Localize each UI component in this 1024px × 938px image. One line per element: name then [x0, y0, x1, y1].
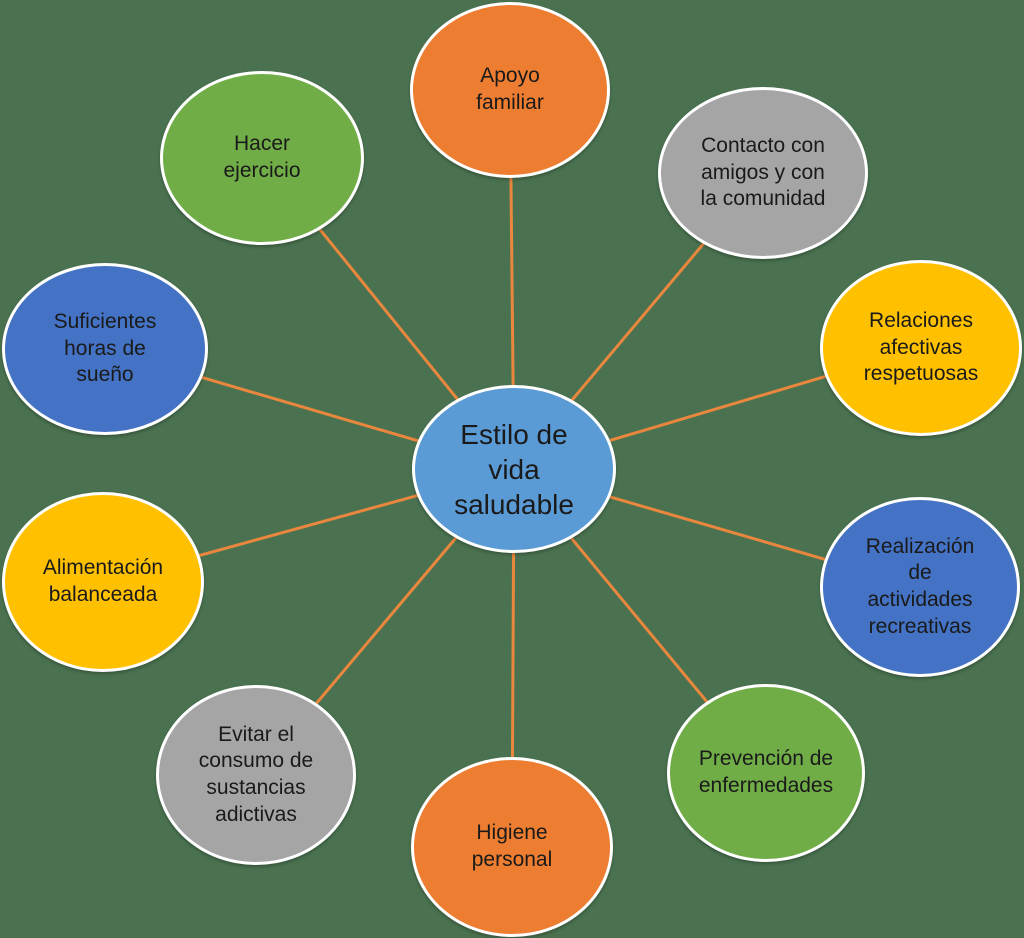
node-label-contacto-amigos-comunidad: Contacto con amigos y con la comunidad	[700, 134, 826, 211]
node-label-alimentacion-balanceada: Alimentación balanceada	[42, 556, 164, 606]
node-relaciones-afectivas-respetuosas: Relaciones afectivas respetuosas	[820, 260, 1022, 436]
node-label-relaciones-afectivas-respetuosas: Relaciones afectivas respetuosas	[863, 309, 979, 386]
node-prevencion-enfermedades: Prevención de enfermedades	[667, 684, 865, 862]
node-estilo-de-vida-saludable: Estilo de vida saludable	[412, 385, 616, 553]
node-label-suficientes-horas-sueno: Suficientes horas de sueño	[53, 310, 157, 387]
node-label-realizacion-actividades-recreativas: Realización de actividades recreativas	[865, 534, 975, 638]
node-higiene-personal: Higiene personal	[411, 757, 613, 937]
node-evitar-consumo-sustancias-adictivas: Evitar el consumo de sustancias adictiva…	[156, 685, 356, 865]
node-realizacion-actividades-recreativas: Realización de actividades recreativas	[820, 497, 1020, 677]
node-suficientes-horas-sueno: Suficientes horas de sueño	[2, 263, 208, 435]
node-label-apoyo-familiar: Apoyo familiar	[476, 64, 544, 114]
node-label-higiene-personal: Higiene personal	[471, 821, 553, 871]
node-label-evitar-consumo-sustancias-adictivas: Evitar el consumo de sustancias adictiva…	[198, 722, 314, 826]
node-apoyo-familiar: Apoyo familiar	[410, 2, 610, 178]
node-alimentacion-balanceada: Alimentación balanceada	[2, 492, 204, 672]
node-label-estilo-de-vida-saludable: Estilo de vida saludable	[454, 418, 574, 520]
node-label-prevencion-enfermedades: Prevención de enfermedades	[698, 747, 834, 797]
node-hacer-ejercicio: Hacer ejercicio	[160, 71, 364, 245]
node-contacto-amigos-comunidad: Contacto con amigos y con la comunidad	[658, 87, 868, 259]
node-label-hacer-ejercicio: Hacer ejercicio	[223, 132, 301, 182]
